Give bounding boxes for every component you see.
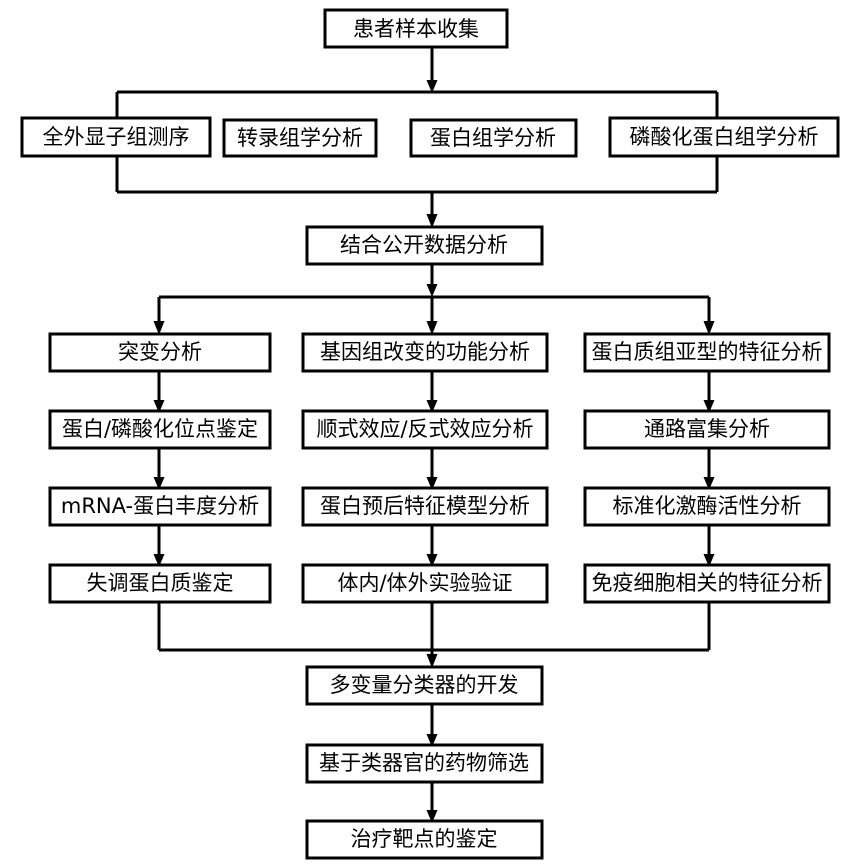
arrow-c2-s1-s2 (426, 400, 438, 413)
arrow-c3-s2-s3 (703, 477, 715, 490)
omics-box-3[interactable] (608, 116, 840, 158)
omics-label-2: 蛋白组学分析 (430, 126, 556, 150)
node-c1-s3[interactable]: 失调蛋白质鉴定 (48, 563, 272, 604)
c2-box-0[interactable] (301, 332, 549, 373)
node-start[interactable]: 患者样本收集 (323, 8, 509, 49)
node-c2-s0[interactable]: 基因组改变的功能分析 (301, 332, 549, 373)
node-c2-s1[interactable]: 顺式效应/反式效应分析 (301, 409, 549, 450)
arrow-outcome2-outcome3 (426, 810, 438, 823)
outcome-box-2[interactable] (305, 819, 544, 860)
arrow-c1-s3-s4 (153, 554, 165, 567)
omics-box-2[interactable] (409, 118, 578, 158)
c1-box-1[interactable] (48, 409, 272, 450)
c3-box-1[interactable] (583, 409, 831, 450)
c2-box-1[interactable] (301, 409, 549, 450)
node-outcome-1[interactable]: 基于类器官的药物筛选 (305, 743, 544, 784)
c1-label-0: 突变分析 (118, 340, 202, 364)
node-c3-s0[interactable]: 蛋白质组亚型的特征分析 (583, 332, 831, 373)
c1-label-1: 蛋白/磷酸化位点鉴定 (62, 417, 258, 441)
omics-label-3: 磷酸化蛋白组学分析 (630, 125, 819, 149)
c3-box-0[interactable] (583, 332, 831, 373)
node-c3-s3[interactable]: 免疫细胞相关的特征分析 (583, 563, 831, 604)
outcome-label-0: 多变量分类器的开发 (330, 673, 519, 697)
node-integration[interactable]: 结合公开数据分析 (305, 225, 544, 266)
arrow-c3-s1-s2 (703, 400, 715, 413)
node-c3-s1[interactable]: 通路富集分析 (583, 409, 831, 450)
c3-label-3: 免疫细胞相关的特征分析 (592, 571, 823, 595)
node-c1-s1[interactable]: 蛋白/磷酸化位点鉴定 (48, 409, 272, 450)
c1-label-3: 失调蛋白质鉴定 (87, 571, 234, 595)
outcome-box-0[interactable] (305, 665, 544, 706)
node-c2-s2[interactable]: 蛋白预后特征模型分析 (301, 486, 549, 527)
node-c2-s3[interactable]: 体内/体外实验验证 (301, 563, 549, 604)
node-c1-s2[interactable]: mRNA-蛋白丰度分析 (48, 486, 272, 527)
node-c3-s2[interactable]: 标准化激酶活性分析 (583, 486, 831, 527)
arrow-branch-mid (426, 321, 438, 335)
arrow-c2-s2-s3 (426, 477, 438, 490)
node-omics-3[interactable]: 磷酸化蛋白组学分析 (608, 116, 840, 158)
node-c1-s0[interactable]: 突变分析 (48, 332, 272, 373)
integration-box[interactable] (305, 225, 544, 266)
c3-label-2: 标准化激酶活性分析 (613, 494, 802, 518)
arrow-branch-right (703, 321, 715, 335)
arrow-merge-to-outcome1 (426, 654, 438, 668)
arrow-branch-left (153, 321, 165, 335)
arrow-c1-s2-s3 (153, 477, 165, 490)
integration-label: 结合公开数据分析 (340, 233, 508, 257)
c1-label-2: mRNA-蛋白丰度分析 (61, 494, 259, 518)
c1-box-2[interactable] (48, 486, 272, 527)
node-omics-0[interactable]: 全外显子组测序 (20, 116, 212, 158)
c2-box-3[interactable] (301, 563, 549, 604)
c3-box-2[interactable] (583, 486, 831, 527)
arrow-omics-to-integration (426, 214, 438, 228)
node-omics-2[interactable]: 蛋白组学分析 (409, 118, 578, 158)
arrow-c3-s3-s4 (703, 554, 715, 567)
outcome-label-1: 基于类器官的药物筛选 (319, 751, 529, 775)
c3-label-1: 通路富集分析 (644, 417, 770, 441)
outcome-label-2: 治疗靶点的鉴定 (351, 827, 498, 851)
c1-box-0[interactable] (48, 332, 272, 373)
arrow-c1-s1-s2 (153, 400, 165, 413)
omics-label-1: 转录组学分析 (237, 126, 363, 150)
arrow-outcome1-outcome2 (426, 734, 438, 747)
c1-box-3[interactable] (48, 563, 272, 604)
c2-label-3: 体内/体外实验验证 (337, 571, 512, 595)
arrow-start-to-omics (426, 80, 438, 93)
c3-label-0: 蛋白质组亚型的特征分析 (592, 340, 823, 364)
arrow-integration-down (426, 284, 438, 297)
c3-box-3[interactable] (583, 563, 831, 604)
omics-box-1[interactable] (222, 118, 378, 158)
arrow-c2-s3-s4 (426, 554, 438, 567)
c2-box-2[interactable] (301, 486, 549, 527)
start-box[interactable] (323, 8, 509, 49)
c2-label-1: 顺式效应/反式效应分析 (316, 417, 533, 441)
omics-box-0[interactable] (20, 116, 212, 158)
omics-label-0: 全外显子组测序 (43, 125, 190, 149)
c2-label-2: 蛋白预后特征模型分析 (320, 494, 530, 518)
c2-label-0: 基因组改变的功能分析 (320, 340, 530, 364)
start-label: 患者样本收集 (353, 17, 479, 41)
node-omics-1[interactable]: 转录组学分析 (222, 118, 378, 158)
node-outcome-2[interactable]: 治疗靶点的鉴定 (305, 819, 544, 860)
connector-group (115, 46, 719, 823)
node-outcome-0[interactable]: 多变量分类器的开发 (305, 665, 544, 706)
outcome-box-1[interactable] (305, 743, 544, 784)
